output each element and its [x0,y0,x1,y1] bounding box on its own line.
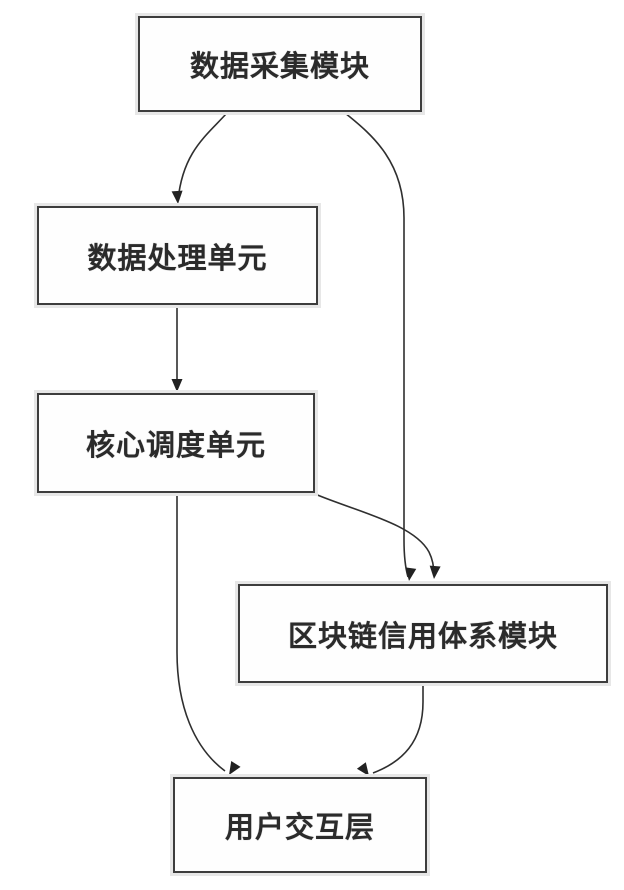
edge-scheduling-to-interaction [176,494,226,772]
edge-blockchain-to-interaction [372,683,424,774]
node-data-processing-unit: 数据处理单元 [34,203,321,308]
node-user-interaction-label: 用户交互层 [224,810,375,844]
arrowhead-processing-to-scheduling [171,379,183,392]
node-blockchain-credit-label: 区块链信用体系模块 [287,618,558,653]
arrowhead-collection-to-blockchain [405,567,417,581]
node-data-collection-label: 数据采集模块 [189,49,370,83]
node-user-interaction-layer: 用户交互层 [170,774,430,876]
edge-collection-to-blockchain [344,112,409,578]
edge-scheduling-to-blockchain [314,493,435,576]
arrowhead-scheduling-to-blockchain [429,565,441,579]
node-data-collection-module: 数据采集模块 [135,13,425,115]
arrowhead-scheduling-to-interaction [229,761,241,775]
node-blockchain-credit-system-module: 区块链信用体系模块 [235,581,611,686]
arrowhead-collection-to-processing [171,190,183,204]
node-core-scheduling-label: 核心调度单元 [85,428,266,462]
edge-collection-to-processing [177,113,227,201]
node-data-processing-label: 数据处理单元 [87,240,268,275]
node-core-scheduling-unit: 核心调度单元 [34,390,318,496]
